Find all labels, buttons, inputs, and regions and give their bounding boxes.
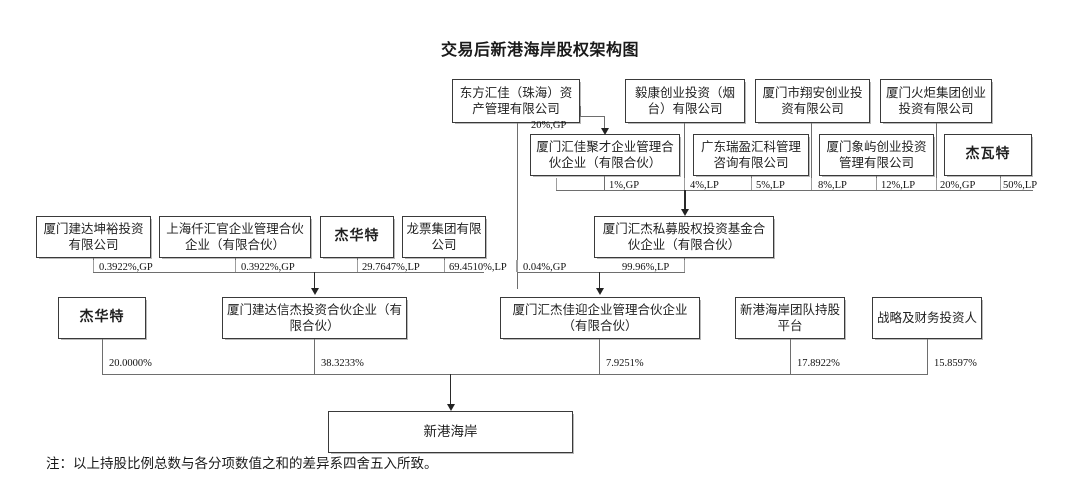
node-jiehuate-tier4[interactable]: 杰华特 bbox=[58, 297, 146, 339]
footnote: 注：以上持股比例总数与各分项数值之和的差异系四舍五入所致。 bbox=[46, 456, 438, 471]
divider-pct-6 bbox=[936, 178, 937, 190]
edge-dongfang-horizontal bbox=[580, 116, 605, 117]
divider-mid-1 bbox=[517, 260, 518, 272]
arrow-to-jiandaxinjie bbox=[311, 288, 319, 295]
node-jiewate[interactable]: 杰瓦特 bbox=[944, 134, 1032, 176]
edge-jiaying-stem bbox=[599, 339, 600, 374]
node-jiandakunyu[interactable]: 厦门建达坤裕投资有限公司 bbox=[36, 216, 151, 258]
edge-collector-to-simu bbox=[684, 190, 686, 212]
label-ruiyinghuike-pct: 4%,LP bbox=[690, 180, 719, 191]
divider-left-1 bbox=[93, 260, 94, 272]
node-tuandui[interactable]: 新港海岸团队持股平台 bbox=[735, 297, 845, 339]
arrow-to-target bbox=[447, 404, 455, 411]
label-huijiajucai-pct: 1%,GP bbox=[609, 180, 640, 191]
divider-pct-3 bbox=[751, 178, 752, 190]
divider-left-2 bbox=[235, 260, 236, 272]
node-jiehuate-tier3[interactable]: 杰华特 bbox=[320, 216, 394, 258]
edge-zhanlue-stem bbox=[927, 339, 928, 374]
edge-huijiajucai-stem bbox=[604, 176, 605, 190]
edge-jiehuate4-stem bbox=[102, 339, 103, 374]
node-huoju[interactable]: 厦门火炬集团创业投资有限公司 bbox=[880, 79, 992, 123]
label-jiewate-gp: 20%,GP bbox=[940, 180, 976, 191]
node-jiandaxinjie[interactable]: 厦门建达信杰投资合伙企业（有限合伙） bbox=[222, 297, 407, 339]
label-jiehuate3-pct: 29.7647%,LP bbox=[362, 262, 420, 273]
edge-xiangan-stem bbox=[811, 123, 812, 190]
divider-left-4 bbox=[444, 260, 445, 272]
node-huijiejiaying[interactable]: 厦门汇杰佳迎企业管理合伙企业（有限合伙） bbox=[500, 297, 700, 339]
divider-left-5 bbox=[516, 260, 517, 272]
arrow-to-huijiajucai bbox=[601, 128, 609, 135]
edge-collector-to-jiandaxinjie bbox=[314, 272, 315, 290]
divider-pct-7 bbox=[1000, 178, 1001, 190]
node-xiangan[interactable]: 厦门市翔安创业投资有限公司 bbox=[755, 79, 870, 123]
divider-pct-2 bbox=[684, 178, 685, 190]
node-xingangaian[interactable]: 新港海岸 bbox=[328, 411, 573, 453]
divider-left-3 bbox=[357, 260, 358, 272]
node-xiangyu[interactable]: 厦门象屿创业投资管理有限公司 bbox=[819, 134, 934, 176]
node-ruiyinghuike[interactable]: 广东瑞盈汇科管理咨询有限公司 bbox=[693, 134, 809, 176]
label-tuandui-final: 17.8922% bbox=[797, 358, 840, 369]
edge-dongfang-direct-stem bbox=[517, 123, 518, 289]
edge-dongfang-down bbox=[604, 116, 605, 130]
edge-tuandui-stem bbox=[790, 339, 791, 374]
edge-collector-to-jiaying bbox=[599, 272, 600, 290]
label-longpiao-pct: 69.4510%,LP bbox=[449, 262, 507, 273]
collector-line-simu bbox=[556, 190, 1033, 191]
page-title: 交易后新港海岸股权架构图 bbox=[440, 42, 639, 59]
label-simu-to-jiaying-pct: 99.96%,LP bbox=[622, 262, 670, 273]
node-huijiajucai[interactable]: 厦门汇佳聚才企业管理合伙企业（有限合伙） bbox=[530, 134, 680, 176]
edge-dongfang-right-stub bbox=[580, 106, 581, 116]
collector-line-jiandaxinjie bbox=[93, 272, 484, 273]
divider-pct-5 bbox=[876, 178, 877, 190]
label-qianhuiguan-pct: 0.3922%,GP bbox=[241, 262, 295, 273]
label-yikang-pct: 5%,LP bbox=[756, 180, 785, 191]
divider-pct-1 bbox=[556, 178, 557, 190]
node-yikang[interactable]: 毅康创业投资（烟台）有限公司 bbox=[625, 79, 745, 123]
label-xiangan-pct: 12%,LP bbox=[881, 180, 916, 191]
label-zhanlue-final: 15.8597% bbox=[934, 358, 977, 369]
edge-yikang-stem bbox=[684, 123, 685, 190]
label-jiehuate4-final: 20.0000% bbox=[109, 358, 152, 369]
collector-line-jiaying bbox=[517, 272, 685, 273]
label-huoju-lp: 50%,LP bbox=[1003, 180, 1038, 191]
arrow-to-huijiesimu bbox=[681, 209, 689, 216]
node-dongfanghuijia[interactable]: 东方汇佳（珠海）资产管理有限公司 bbox=[452, 79, 580, 123]
divider-pct-4 bbox=[811, 178, 812, 190]
label-jiandaxinjie-final: 38.3233% bbox=[321, 358, 364, 369]
node-huijiesimu[interactable]: 厦门汇杰私募股权投资基金合伙企业（有限合伙） bbox=[594, 216, 774, 258]
label-jiaying-final: 7.9251% bbox=[606, 358, 644, 369]
label-jiandakunyu-pct: 0.3922%,GP bbox=[99, 262, 153, 273]
collector-line-target bbox=[102, 374, 928, 375]
node-longpiao[interactable]: 龙票集团有限公司 bbox=[402, 216, 486, 258]
edge-collector-to-target bbox=[450, 374, 451, 406]
arrow-to-huijiejiaying bbox=[596, 288, 604, 295]
label-dongfang-direct-pct: 0.04%,GP bbox=[523, 262, 567, 273]
label-xiangyu-pct: 8%,LP bbox=[818, 180, 847, 191]
node-qianhuiguan[interactable]: 上海仟汇官企业管理合伙企业（有限合伙） bbox=[159, 216, 311, 258]
node-zhanlue[interactable]: 战略及财务投资人 bbox=[872, 297, 982, 339]
divider-mid-2 bbox=[684, 260, 685, 272]
edge-huoju-stem bbox=[936, 123, 937, 190]
label-dongfang-to-huijiajucai: 20%,GP bbox=[531, 120, 567, 131]
edge-jiandaxinjie-stem bbox=[314, 339, 315, 374]
